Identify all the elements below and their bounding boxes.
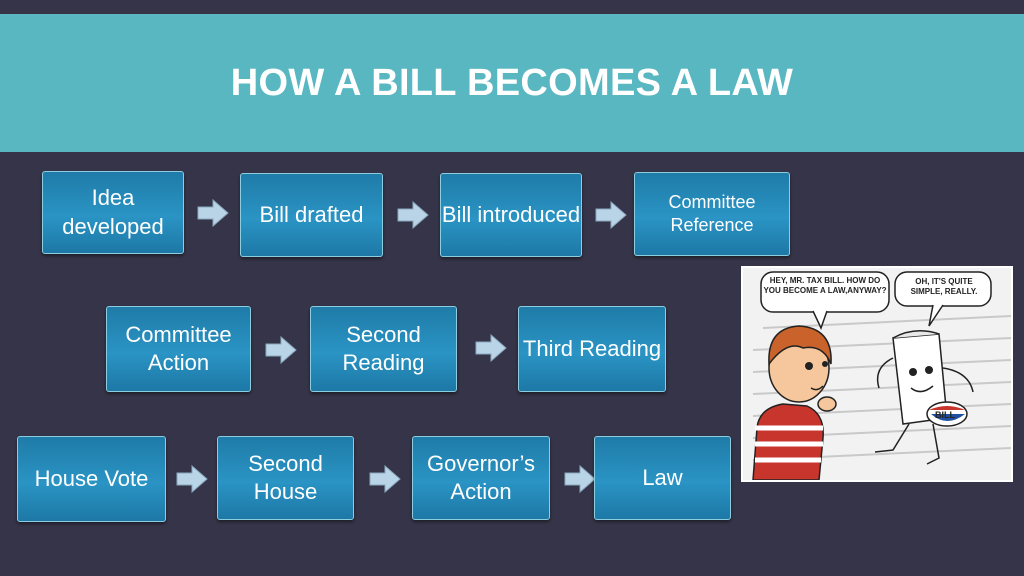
title-band: HOW A BILL BECOMES A LAW xyxy=(0,14,1024,152)
bill-badge-text: BILL xyxy=(935,410,955,420)
step-bill-drafted: Bill drafted xyxy=(240,173,383,257)
step-committee-reference: Committee Reference xyxy=(634,172,790,256)
arrow-right-icon xyxy=(595,200,627,230)
step-governors-action: Governor’s Action xyxy=(412,436,550,520)
cartoon-illustration: BILL HEY, MR. TAX BILL. HOW DO YOU BECOM… xyxy=(741,266,1013,482)
arrow-right-icon xyxy=(475,333,507,363)
step-bill-introduced: Bill introduced xyxy=(440,173,582,257)
cartoon-drawing: BILL xyxy=(743,268,1012,481)
speech-bubble-left: HEY, MR. TAX BILL. HOW DO YOU BECOME A L… xyxy=(763,276,887,295)
arrow-right-icon xyxy=(369,464,401,494)
arrow-right-icon xyxy=(197,198,229,228)
step-second-reading: Second Reading xyxy=(310,306,457,392)
step-idea-developed: Idea developed xyxy=(42,171,184,254)
step-third-reading: Third Reading xyxy=(518,306,666,392)
arrow-right-icon xyxy=(564,464,596,494)
step-committee-action: Committee Action xyxy=(106,306,251,392)
step-law: Law xyxy=(594,436,731,520)
arrow-right-icon xyxy=(397,200,429,230)
step-second-house: Second House xyxy=(217,436,354,520)
page-title: HOW A BILL BECOMES A LAW xyxy=(230,61,794,104)
speech-bubble-right: OH, IT'S QUITE SIMPLE, REALLY. xyxy=(910,277,978,296)
step-house-vote: House Vote xyxy=(17,436,166,522)
arrow-right-icon xyxy=(176,464,208,494)
top-strip xyxy=(0,0,1024,14)
arrow-right-icon xyxy=(265,335,297,365)
